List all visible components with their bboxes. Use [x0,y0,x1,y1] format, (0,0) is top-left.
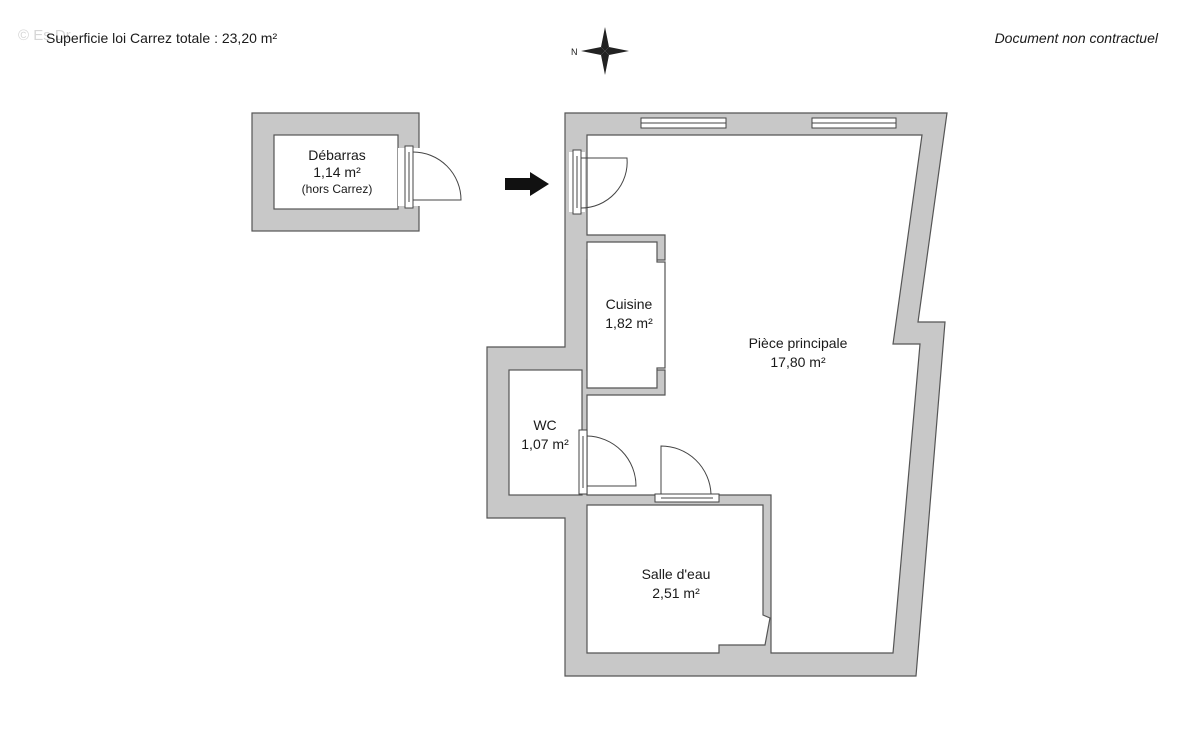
total-surface-label: Superficie loi Carrez totale : 23,20 m² [46,30,278,46]
compass-rose-icon: N [571,27,629,75]
apartment-walls [486,112,948,677]
kitchen-area: 1,82 m² [605,315,653,331]
storage-room: Débarras 1,14 m² (hors Carrez) [251,112,462,232]
storage-name: Débarras [308,147,366,163]
entrance-arrow-icon [505,172,549,196]
bathroom-door [654,445,720,503]
storage-floor [273,134,399,210]
wc-area: 1,07 m² [521,436,569,452]
disclaimer-label: Document non contractuel [994,30,1158,46]
window-right [811,117,897,129]
main-room-name: Pièce principale [749,335,848,351]
watermark-text: © Es Dr [18,27,71,44]
entry-door [569,149,628,215]
compass-north-letter: N [571,47,578,57]
bathroom-area: 2,51 m² [652,585,700,601]
storage-note: (hors Carrez) [302,182,373,196]
main-room-area: 17,80 m² [770,354,826,370]
storage-door-swing [412,151,462,201]
wc-door [578,429,637,495]
kitchen-name: Cuisine [606,296,653,312]
bathroom-name: Salle d'eau [642,566,711,582]
wc-name: WC [533,417,556,433]
storage-area: 1,14 m² [313,164,361,180]
window-left [640,117,727,129]
